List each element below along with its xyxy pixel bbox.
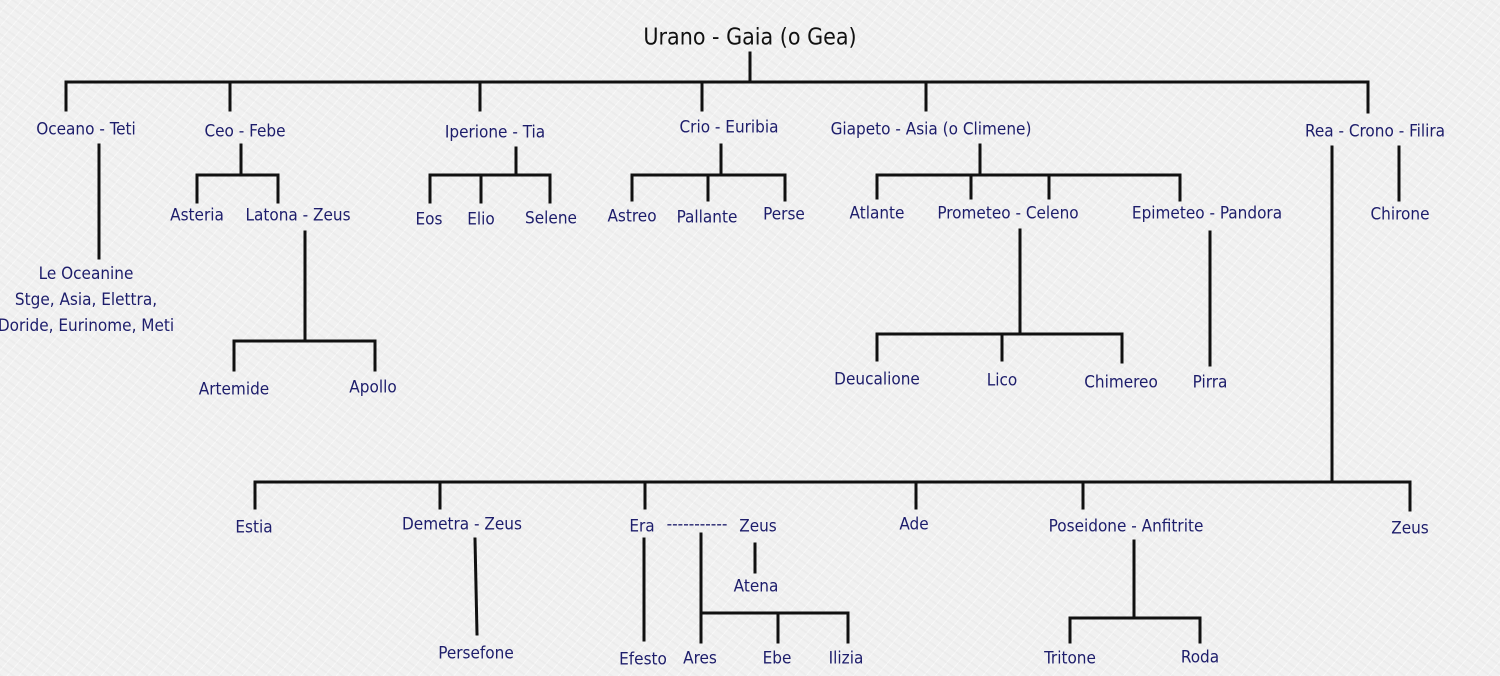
- oceanine-line-2: Stge, Asia, Elettra,: [14, 290, 158, 310]
- node-demetra-zeus: Demetra - Zeus: [402, 514, 522, 535]
- node-crio-euribia: Crio - Euribia: [679, 117, 779, 138]
- crono-connector: [253, 145, 1412, 512]
- node-persefone: Persefone: [438, 643, 514, 664]
- node-elio: Elio: [467, 209, 495, 230]
- node-efesto: Efesto: [619, 649, 667, 670]
- node-ceo-febe: Ceo - Febe: [204, 121, 286, 142]
- node-eos: Eos: [415, 209, 443, 230]
- oceanine-line-1: Le Oceanine: [38, 264, 134, 284]
- node-astreo: Astreo: [607, 206, 657, 227]
- node-ilizia: Ilizia: [828, 648, 864, 669]
- gen1-drops: [64, 80, 1370, 114]
- crio-connector: [630, 143, 787, 202]
- node-zeus: Zeus: [1391, 518, 1429, 539]
- iperione-connector: [428, 146, 552, 204]
- node-oceano-teti: Oceano - Teti: [36, 119, 136, 140]
- node-ebe: Ebe: [762, 648, 792, 669]
- node-roda: Roda: [1180, 647, 1220, 668]
- node-ares: Ares: [683, 648, 717, 669]
- node-ade: Ade: [899, 514, 929, 535]
- node-lico: Lico: [986, 370, 1018, 391]
- demetra-connector: [473, 537, 479, 636]
- node-latona-zeus: Latona - Zeus: [245, 205, 351, 226]
- node-perse: Perse: [763, 204, 805, 225]
- poseidone-connector: [1068, 539, 1202, 644]
- node-chimereo: Chimereo: [1084, 372, 1158, 393]
- node-era: Era: [629, 516, 655, 537]
- node-asteria: Asteria: [170, 205, 224, 226]
- prometeo-connector: [875, 228, 1124, 364]
- node-atlante: Atlante: [849, 203, 905, 224]
- node-epimeteo-pandora: Epimeteo - Pandora: [1131, 203, 1283, 224]
- node-tritone: Tritone: [1044, 648, 1096, 669]
- node-urano-gaia: Urano - Gaia (o Gea): [643, 24, 857, 51]
- node-chirone: Chirone: [1370, 204, 1430, 225]
- node-oceanine: Le Oceanine Stge, Asia, Elettra, Doride,…: [0, 261, 174, 339]
- oceanine-line-3: Doride, Eurinome, Meti: [0, 316, 175, 336]
- era-zeus-link: -----------: [666, 514, 728, 535]
- node-giapeto-asia: Giapeto - Asia (o Climene): [830, 119, 1032, 140]
- node-deucalione: Deucalione: [834, 369, 920, 390]
- node-iperione-tia: Iperione - Tia: [444, 122, 546, 143]
- latona-connector: [232, 230, 377, 372]
- node-apollo: Apollo: [349, 377, 397, 398]
- node-prometeo-celeno: Prometeo - Celeno: [937, 203, 1079, 224]
- node-pallante: Pallante: [676, 207, 738, 228]
- root-connector: [64, 51, 1370, 84]
- giapeto-connector: [875, 143, 1182, 202]
- node-zeus-era-partner: Zeus: [739, 516, 777, 537]
- node-atena: Atena: [733, 576, 779, 597]
- node-rea-crono-filira: Rea - Crono - Filira: [1304, 121, 1446, 142]
- node-poseidone-anfitrite: Poseidone - Anfitrite: [1048, 516, 1204, 537]
- node-artemide: Artemide: [198, 379, 270, 400]
- node-selene: Selene: [525, 208, 577, 229]
- era-zeus-connector: [699, 532, 850, 644]
- node-estia: Estia: [235, 517, 273, 538]
- node-pirra: Pirra: [1192, 372, 1228, 393]
- ceo-connector: [195, 143, 280, 204]
